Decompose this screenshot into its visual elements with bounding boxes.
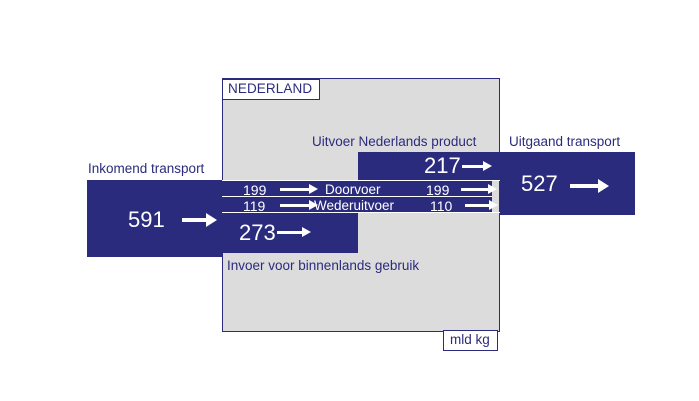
- band-top-rule: [222, 180, 500, 181]
- reexport-in-value: 119: [243, 198, 266, 214]
- transit-label: Doorvoer: [325, 182, 381, 197]
- band-bottom-rule: [222, 212, 500, 213]
- export-dutch-product-value: 217: [424, 153, 461, 178]
- outgoing-transport-band: [500, 152, 635, 215]
- transit-in-value: 199: [243, 182, 267, 198]
- band-middle-rule: [222, 196, 492, 197]
- reexport-out-value: 110: [430, 198, 453, 214]
- outgoing-transport-label: Uitgaand transport: [509, 134, 621, 149]
- import-domestic-use-label: Invoer voor binnenlands gebruik: [227, 258, 420, 273]
- export-dutch-product-label: Uitvoer Nederlands product: [312, 134, 477, 149]
- incoming-transport-label: Inkomend transport: [88, 161, 205, 176]
- transit-out-value: 199: [426, 182, 450, 198]
- outgoing-total-value: 527: [521, 171, 558, 196]
- reexport-label: Wederuitvoer: [314, 198, 395, 213]
- unit-tag: mld kg: [443, 330, 498, 351]
- incoming-total-value: 591: [128, 207, 165, 232]
- country-name-tag: NEDERLAND: [222, 79, 321, 100]
- import-domestic-use-value: 273: [239, 220, 276, 245]
